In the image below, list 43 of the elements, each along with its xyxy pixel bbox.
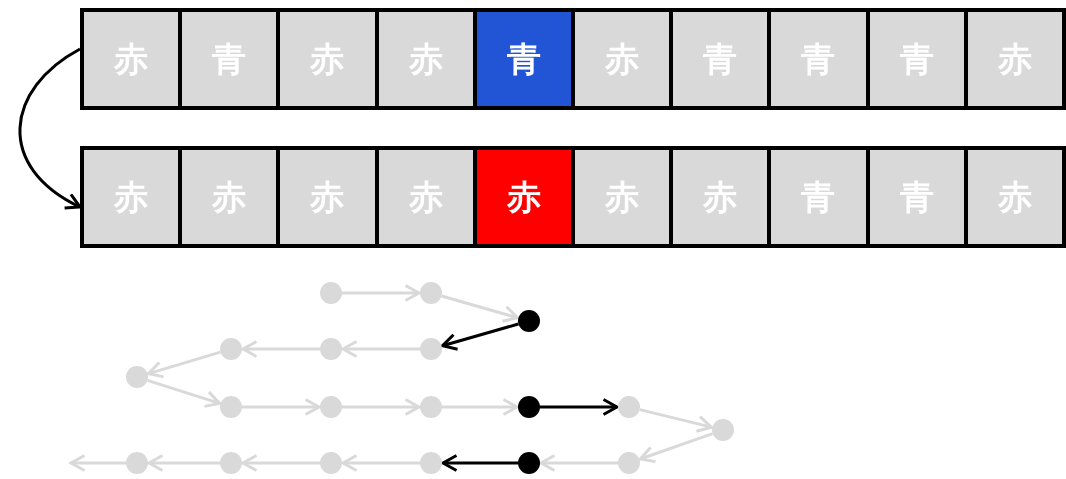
tile-row (80, 8, 1066, 110)
tile-row (80, 146, 1066, 248)
path-dot (320, 338, 342, 360)
path-dot (618, 452, 640, 474)
path-dot (320, 282, 342, 304)
arrow (441, 454, 518, 472)
path-dot (420, 452, 442, 474)
path-dot (618, 396, 640, 418)
arrow (342, 398, 421, 416)
arrow (241, 340, 320, 358)
character-tile: 赤 (476, 150, 571, 244)
path-dot (518, 310, 540, 332)
arrow (242, 398, 321, 416)
arrow (341, 454, 420, 472)
path-dot (518, 396, 540, 418)
path-dot (420, 396, 442, 418)
arrow (147, 350, 221, 379)
arrow (18, 47, 82, 209)
arrow (147, 454, 220, 472)
path-dot (320, 452, 342, 474)
path-dot (420, 338, 442, 360)
path-dot (220, 338, 242, 360)
arrow (147, 378, 222, 408)
path-dot (220, 396, 242, 418)
path-dot (420, 282, 442, 304)
arrow (442, 398, 519, 416)
arrow (638, 432, 714, 464)
arrow (241, 454, 320, 472)
arrow (341, 340, 420, 358)
arrow (540, 398, 619, 416)
path-dot (126, 366, 148, 388)
arrow (342, 284, 421, 302)
path-dot (712, 419, 734, 441)
arrow (539, 454, 618, 472)
path-dot (126, 452, 148, 474)
arrow (441, 322, 519, 351)
arrow (441, 294, 519, 323)
path-dot (518, 452, 540, 474)
arrow (639, 408, 713, 433)
path-dot (220, 452, 242, 474)
path-dot (320, 396, 342, 418)
arrow (69, 454, 126, 472)
character-tile: 青 (476, 12, 571, 106)
